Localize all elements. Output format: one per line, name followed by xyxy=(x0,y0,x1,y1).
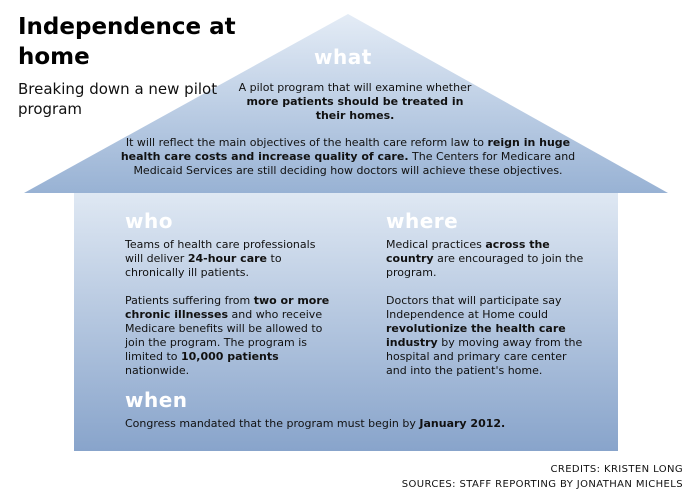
emphasis-text: January 2012. xyxy=(419,417,506,430)
page-title: Independence at home xyxy=(18,14,236,70)
where-heading: where xyxy=(386,209,459,233)
when-paragraph: Congress mandated that the program must … xyxy=(125,417,506,430)
who-heading: who xyxy=(125,209,173,233)
when-heading: when xyxy=(125,388,188,412)
emphasis-text: 10,000 patients xyxy=(180,350,279,363)
what-paragraph-2: It will reflect the main objectives of t… xyxy=(120,136,576,177)
what-heading: what xyxy=(314,45,372,69)
sources-line: SOURCES: STAFF REPORTING BY JONATHAN MIC… xyxy=(401,479,683,490)
where-paragraph-2: Doctors that will participate say Indepe… xyxy=(386,294,583,377)
emphasis-text: more patients should be treated in their… xyxy=(246,95,464,122)
emphasis-text: reign in huge health care costs and incr… xyxy=(120,136,571,163)
emphasis-text: 24-hour care xyxy=(187,252,268,265)
page-subtitle: Breaking down a new pilot program xyxy=(18,80,218,118)
where-paragraph-1: Medical practices across the country are… xyxy=(386,238,584,279)
who-paragraph-2: Patients suffering from two or more chro… xyxy=(125,294,330,377)
credits-line: CREDITS: KRISTEN LONG xyxy=(550,464,683,475)
house-body xyxy=(74,193,618,451)
what-paragraph-1: A pilot program that will examine whethe… xyxy=(238,81,472,122)
emphasis-text: two or more chronic illnesses xyxy=(125,294,330,321)
emphasis-text: across the country xyxy=(386,238,550,265)
who-paragraph-1: Teams of health care professionals will … xyxy=(125,238,316,279)
house-roof xyxy=(24,14,668,193)
emphasis-text: revolutionize the health care industry xyxy=(386,322,566,349)
